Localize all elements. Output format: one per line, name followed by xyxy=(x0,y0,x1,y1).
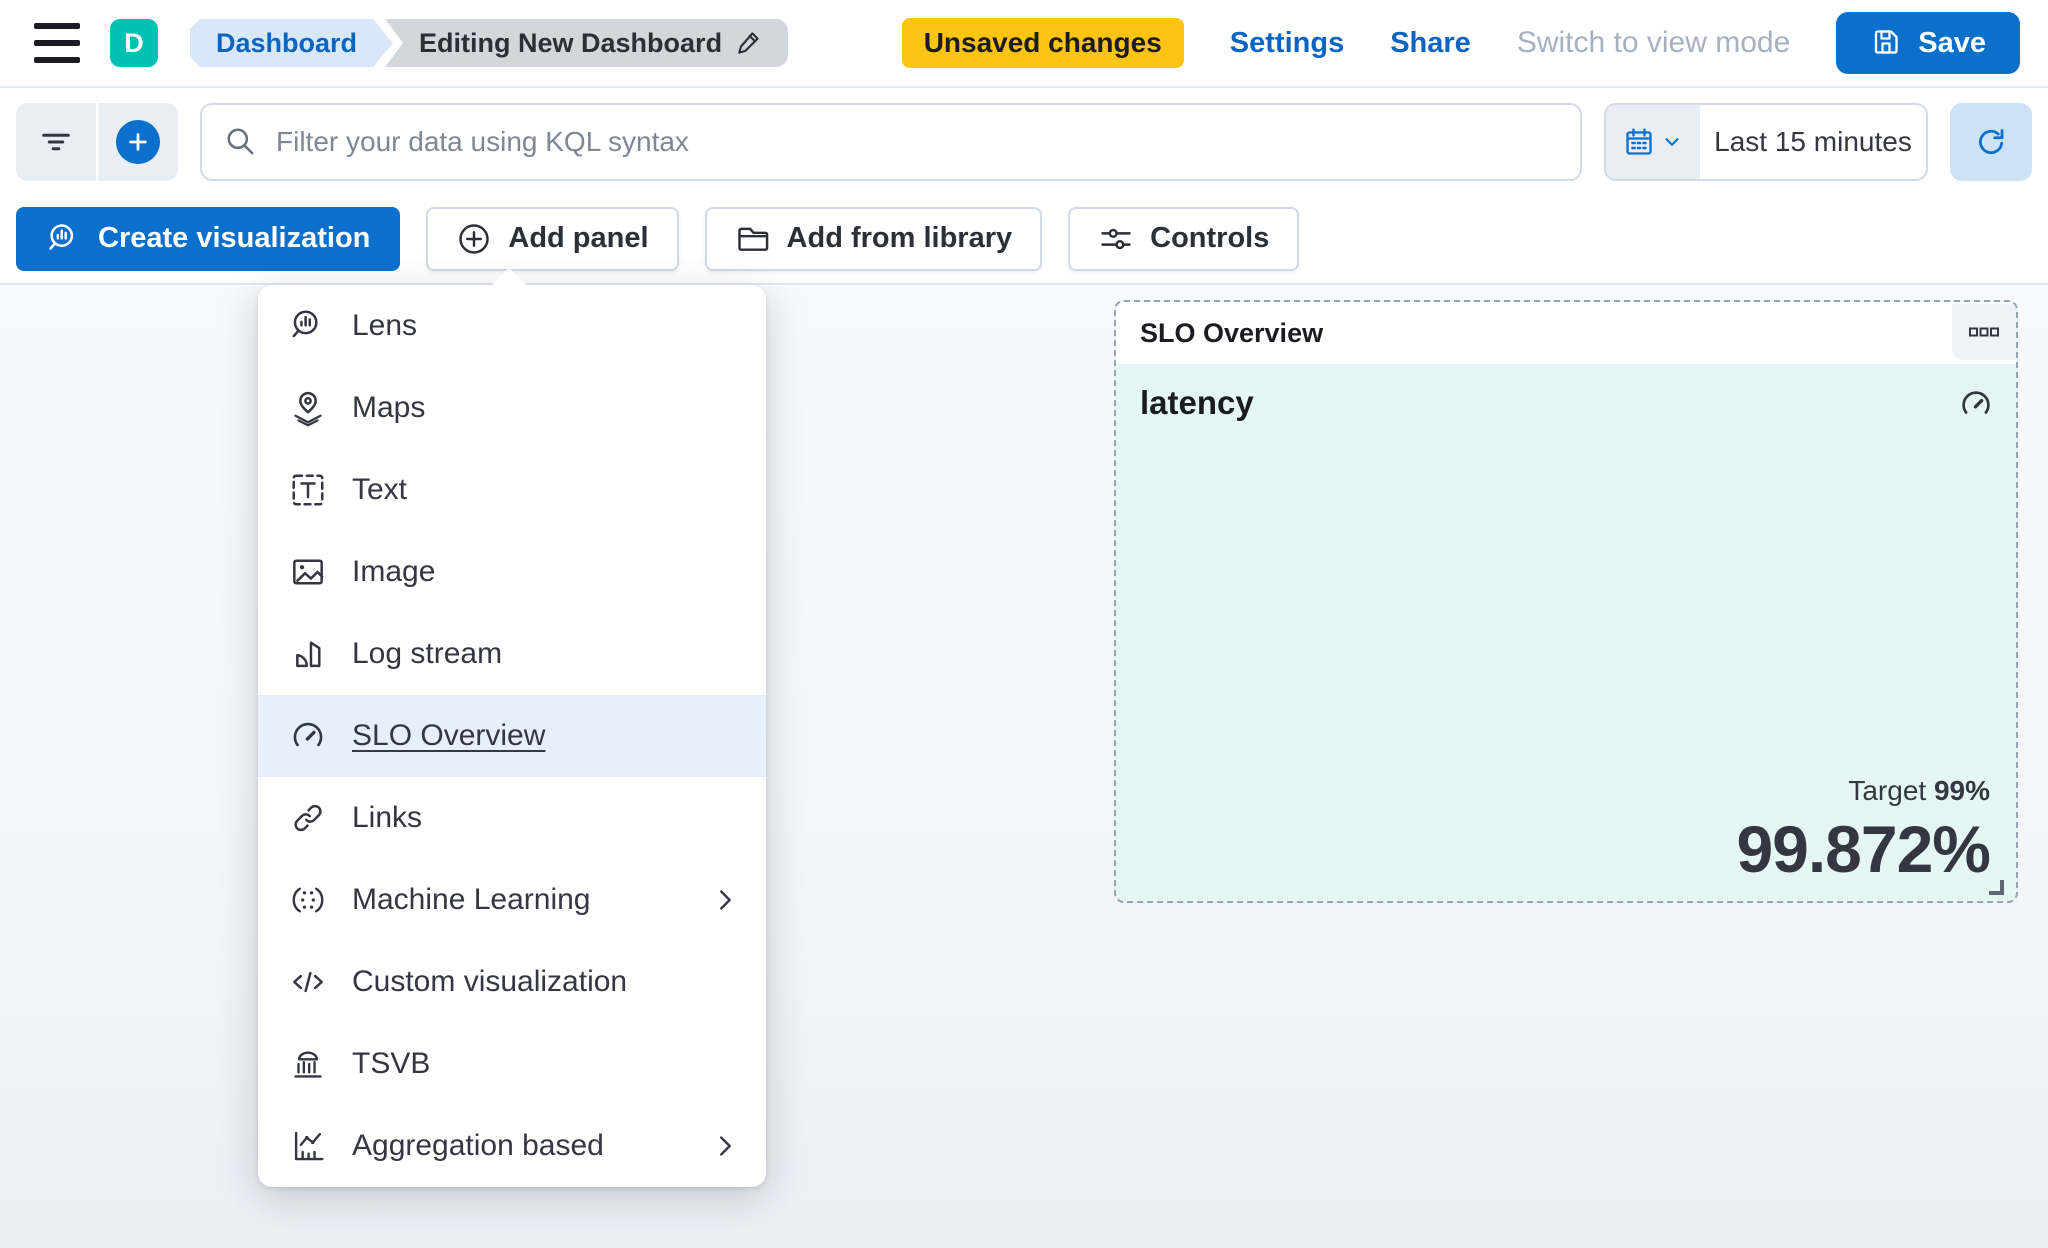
chevron-right-icon xyxy=(710,885,740,915)
menu-item-slo-overview[interactable]: SLO Overview xyxy=(258,695,766,777)
menu-item-custom-visualization[interactable]: Custom visualization xyxy=(258,941,766,1023)
sliders-icon xyxy=(1098,221,1134,257)
filter-bar: Last 15 minutes xyxy=(0,90,2048,194)
menu-item-links[interactable]: Links xyxy=(258,777,766,859)
switch-view-mode-link[interactable]: Switch to view mode xyxy=(1516,26,1791,59)
add-from-library-button[interactable]: Add from library xyxy=(704,206,1043,271)
panel-resize-handle[interactable] xyxy=(1989,880,2004,895)
log-stream-icon xyxy=(288,635,328,673)
search-icon xyxy=(224,125,258,159)
edit-pencil-icon xyxy=(734,29,762,57)
plus-in-circle-icon xyxy=(456,221,492,257)
save-floppy-icon xyxy=(1870,27,1902,59)
menu-item-aggregation-based[interactable]: Aggregation based xyxy=(258,1105,766,1187)
save-button[interactable]: Save xyxy=(1836,12,2020,74)
slo-metrics: Target 99% 99.872% xyxy=(1736,775,1991,887)
text-icon xyxy=(288,471,328,509)
lens-icon xyxy=(288,307,328,345)
maps-icon xyxy=(288,389,328,427)
machine-learning-icon xyxy=(288,881,328,919)
add-panel-menu: Lens Maps T xyxy=(258,267,766,1187)
plus-circle-icon xyxy=(116,120,160,164)
time-range-picker: Last 15 minutes xyxy=(1604,103,1928,181)
slo-target-line: Target 99% xyxy=(1848,775,1990,806)
menu-hamburger-icon[interactable] xyxy=(34,23,80,63)
menu-item-text[interactable]: Text xyxy=(258,449,766,531)
menu-item-log-stream[interactable]: Log stream xyxy=(258,613,766,695)
panel-header: SLO Overview xyxy=(1116,302,2016,364)
tsvb-icon xyxy=(288,1045,328,1083)
slo-overview-panel[interactable]: SLO Overview latency Target 99% 99 xyxy=(1114,300,2018,903)
menu-item-maps[interactable]: Maps xyxy=(258,367,766,449)
controls-button[interactable]: Controls xyxy=(1068,206,1300,271)
breadcrumb-dashboard[interactable]: Dashboard xyxy=(190,19,393,67)
code-icon xyxy=(288,963,328,1001)
breadcrumb-current[interactable]: Editing New Dashboard xyxy=(385,19,789,67)
menu-item-tsvb[interactable]: TSVB xyxy=(258,1023,766,1105)
menu-item-image[interactable]: Image xyxy=(258,531,766,613)
kql-search-input[interactable] xyxy=(276,126,1558,158)
breadcrumb-current-label: Editing New Dashboard xyxy=(419,27,723,58)
breadcrumb: Dashboard Editing New Dashboard xyxy=(190,19,789,67)
settings-link[interactable]: Settings xyxy=(1229,26,1345,59)
refresh-icon xyxy=(1973,124,2009,160)
filter-button-group xyxy=(16,103,178,181)
gauge-icon xyxy=(1958,386,1994,422)
link-icon xyxy=(288,799,328,837)
filter-menu-button[interactable] xyxy=(16,103,96,181)
chevron-down-icon xyxy=(1661,131,1683,153)
share-link[interactable]: Share xyxy=(1390,26,1471,59)
slo-target-value: 99% xyxy=(1933,775,1990,806)
folder-icon xyxy=(735,221,771,257)
panel-title: SLO Overview xyxy=(1140,317,1324,348)
panel-context-menu-button[interactable] xyxy=(1952,304,2016,360)
gauge-icon xyxy=(288,717,328,755)
add-panel-button[interactable]: Add panel xyxy=(426,206,679,271)
kql-search-box xyxy=(200,103,1582,181)
quick-select-button[interactable] xyxy=(1606,105,1700,179)
refresh-button[interactable] xyxy=(1950,103,2032,181)
agg-chart-icon xyxy=(288,1127,328,1165)
chevron-right-icon xyxy=(710,1131,740,1161)
image-icon xyxy=(288,553,328,591)
edit-toolbar: Create visualization Add panel Add from … xyxy=(0,194,2048,285)
menu-item-machine-learning[interactable]: Machine Learning xyxy=(258,859,766,941)
lens-app-icon xyxy=(46,221,82,257)
global-header: D Dashboard Editing New Dashboard Unsave… xyxy=(0,0,2048,88)
header-actions: Unsaved changes Settings Share Switch to… xyxy=(901,12,2020,74)
calendar-icon xyxy=(1623,126,1655,158)
slo-sli-value: 99.872% xyxy=(1736,812,1991,886)
filter-icon xyxy=(38,124,74,160)
panel-body: latency Target 99% 99.872% xyxy=(1116,364,2016,901)
menu-item-lens[interactable]: Lens xyxy=(258,285,766,367)
unsaved-changes-badge: Unsaved changes xyxy=(901,18,1184,68)
time-range-value[interactable]: Last 15 minutes xyxy=(1714,126,1912,157)
slo-name: latency xyxy=(1140,384,1254,421)
space-avatar[interactable]: D xyxy=(110,19,158,67)
add-filter-button[interactable] xyxy=(96,103,178,181)
create-visualization-button[interactable]: Create visualization xyxy=(16,206,401,271)
